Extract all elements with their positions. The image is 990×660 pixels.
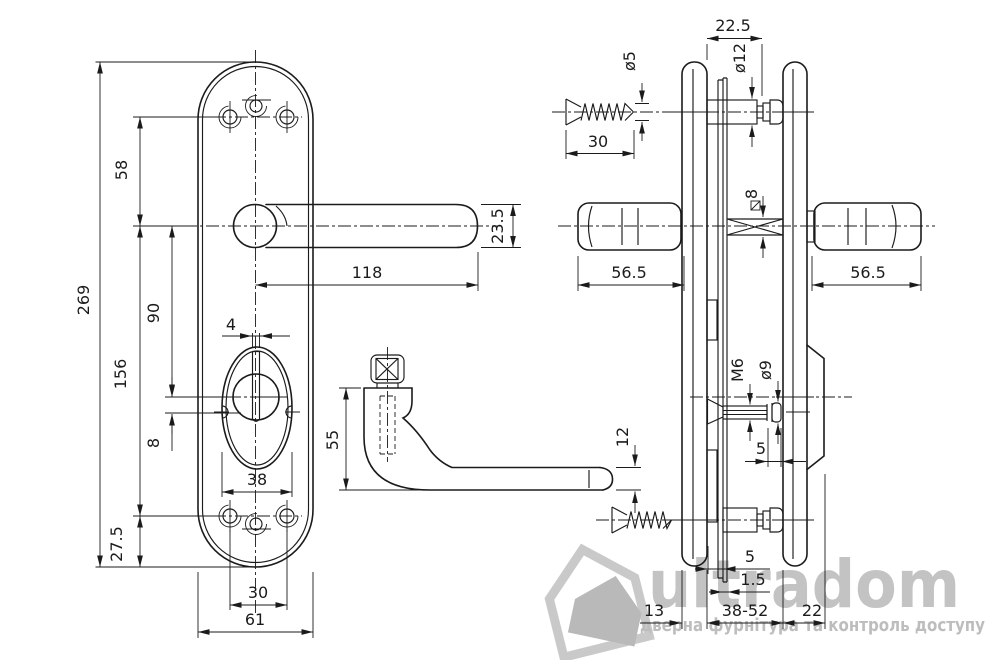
dim-label-square8: 8 (742, 189, 761, 199)
center-mark-bottom (249, 517, 263, 531)
cylinder-boss (806, 344, 825, 471)
dim-bottom-chain: 13 38-52 22 (640, 474, 826, 629)
dim-label-61: 61 (245, 610, 265, 629)
dim-label-30: 30 (248, 583, 268, 602)
lever-side-view: 55 12 (323, 347, 641, 513)
dim-30-screw: 30 (565, 130, 635, 159)
dim-label-dia9: ø9 (756, 360, 775, 380)
dim-label-22-5: 22.5 (715, 16, 751, 35)
dim-label-56-5-right: 56.5 (850, 263, 886, 282)
dim-dia12: ø12 (730, 43, 755, 147)
dim-label-22: 22 (802, 601, 822, 620)
m6-screw-section (706, 398, 782, 425)
dim-label-4: 4 (226, 315, 236, 334)
dim-61: 61 (197, 572, 314, 638)
dim-12: 12 (613, 427, 641, 513)
dim-55: 55 (323, 387, 426, 491)
wood-screw-top (565, 98, 634, 126)
dim-label-dia5: ø5 (620, 51, 639, 71)
square-section-symbol (750, 200, 761, 211)
handle-left-section (577, 202, 682, 251)
dim-label-5-sleeve: 5 (756, 439, 766, 458)
dim-269: 269 (74, 61, 258, 568)
side-notches (221, 405, 293, 419)
dim-5-sleeve: 5 (745, 428, 806, 467)
key-slot (251, 350, 261, 422)
watermark: ultradom дверна фурнітура та контроль до… (544, 543, 986, 660)
dim-label-38: 38 (247, 470, 267, 489)
dim-label-38-52: 38-52 (722, 601, 769, 620)
lever-body (363, 347, 614, 491)
connecting-pin-top (706, 99, 784, 125)
dim-label-58: 58 (112, 160, 131, 180)
dim-label-m6: M6 (728, 358, 747, 382)
dim-label-dia12: ø12 (730, 43, 749, 73)
dim-118: 118 (255, 252, 479, 291)
dim-label-12: 12 (613, 427, 632, 447)
dim-label-8: 8 (144, 438, 163, 448)
handle-neck-arc (275, 205, 288, 227)
center-mark-top (249, 99, 263, 113)
outer-plate-section (681, 61, 718, 567)
dim-156: 156 (111, 226, 143, 516)
dim-label-118: 118 (352, 263, 383, 282)
axis-ticks (674, 111, 814, 521)
watermark-brand-text: ultradom (648, 546, 960, 623)
handle-right-section (806, 202, 922, 251)
wood-screw-bottom (611, 506, 673, 534)
dim-label-23-5: 23.5 (488, 208, 507, 244)
dim-90: 90 (144, 226, 232, 398)
dim-label-5-gap: 5 (745, 547, 755, 566)
dim-8: 8 (144, 377, 241, 451)
dim-56-5-right: 56.5 (811, 256, 922, 291)
dim-1-5: 1.5 (709, 570, 770, 595)
dim-label-13: 13 (644, 601, 664, 620)
top-screw-holes (218, 95, 299, 133)
dim-56-5-left: 56.5 (577, 256, 685, 291)
bottom-screw-holes (218, 500, 299, 535)
dim-label-30-screw: 30 (588, 132, 608, 151)
dim-label-90: 90 (144, 303, 163, 323)
dim-label-56-5-left: 56.5 (611, 263, 647, 282)
dim-27-5: 27.5 (107, 515, 221, 567)
mounting-strip-section (717, 77, 728, 583)
dim-23-5: 23.5 (481, 204, 521, 248)
dim-dia9: ø9 (756, 360, 781, 444)
cylinder-escutcheon (214, 346, 300, 470)
dim-dia5: ø5 (620, 51, 649, 141)
watermark-logo-icon (544, 543, 655, 660)
square-spindle-section (726, 218, 784, 236)
hidden-spindle-hole (379, 395, 396, 455)
dim-4: 4 (222, 315, 290, 348)
dim-m6: M6 (728, 358, 753, 441)
dim-square8: 8 (742, 189, 766, 258)
dim-label-1-5: 1.5 (740, 570, 765, 589)
dim-5-gap: 5 (695, 546, 770, 574)
connecting-pin-bottom (722, 507, 784, 533)
lever-handle-front (232, 203, 479, 249)
dim-38: 38 (221, 452, 293, 497)
assembly-side-view: 30 ø5 (552, 16, 935, 629)
front-view: 269 58 156 27.5 90 8 (74, 50, 521, 638)
dim-58: 58 (112, 116, 221, 227)
dim-label-27-5: 27.5 (107, 526, 126, 562)
dim-30-front: 30 (229, 530, 288, 610)
inner-plate-section (782, 61, 825, 567)
dim-label-156: 156 (111, 359, 130, 390)
dim-22-5: 22.5 (706, 16, 763, 96)
dim-label-269: 269 (74, 285, 93, 316)
dim-label-55: 55 (323, 430, 342, 450)
